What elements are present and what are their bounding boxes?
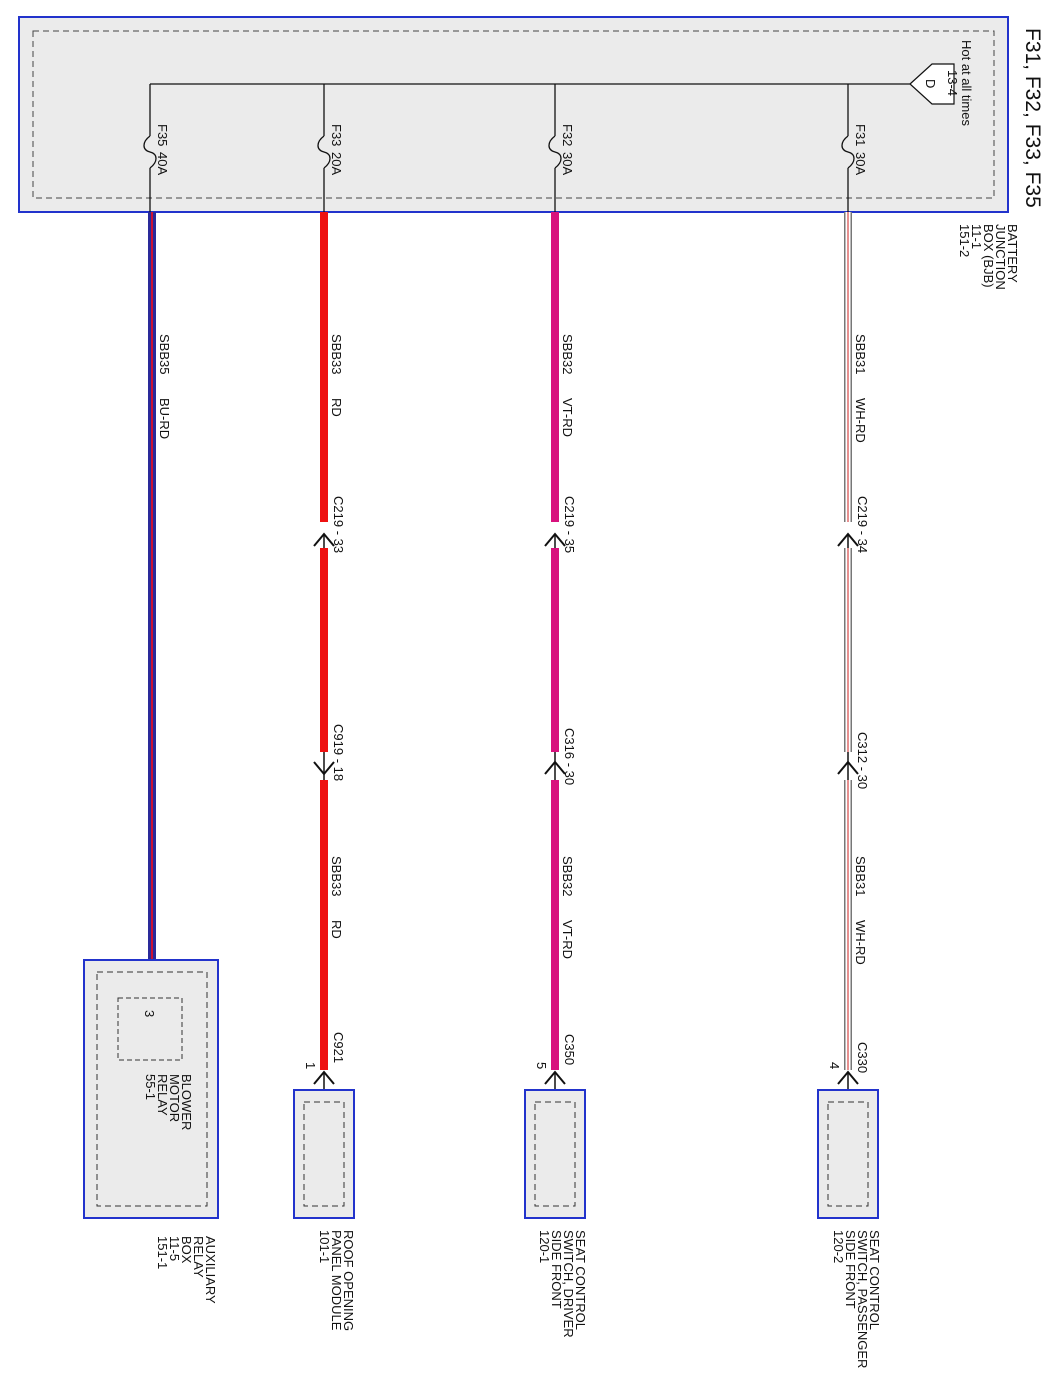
component-outline [817, 1089, 879, 1219]
pin-number: 1 [303, 1062, 318, 1069]
circuit-f35: F35 40A SBB35 BU-RD 3 BLOWER MOTOR RELAY… [83, 84, 219, 1304]
fuse-icon [143, 135, 157, 169]
wire-color-label: WH-RD [853, 398, 868, 443]
power-source-flag-letter: D [923, 79, 938, 88]
roof-opening-panel-module [293, 1089, 355, 1219]
seat-control-switch-driver [524, 1089, 586, 1219]
component-inner-dashed [534, 1101, 576, 1207]
pin-number: 3 [142, 1010, 157, 1017]
fuse-rating: 30A [853, 152, 868, 175]
fuse-icon [841, 135, 855, 169]
fuse-icon [317, 135, 331, 169]
bjb-name-line: BATTERY [1005, 224, 1020, 283]
fuse-rating: 20A [329, 152, 344, 175]
wire-circuit-label: SBB32 [560, 334, 575, 374]
component-inner-dashed [303, 1101, 345, 1207]
wire-circuit-label: SBB35 [157, 334, 172, 374]
relay-name-line: MOTOR [167, 1074, 182, 1122]
wire-color-label: VT-RD [560, 920, 575, 959]
terminal-connector-label: C330 [855, 1042, 870, 1073]
relay-name-line: RELAY [155, 1074, 170, 1116]
terminal-connector-label: C350 [562, 1034, 577, 1065]
component-name-line: 120-2 [831, 1230, 846, 1263]
component-name-line: 11-5 [167, 1236, 182, 1261]
component-name-line: PANEL MODULE [329, 1230, 344, 1331]
terminal-connector-label: C921 [331, 1032, 346, 1063]
wire-circuit-label: SBB32 [560, 856, 575, 896]
component-name-line: 151-1 [155, 1236, 170, 1269]
fuse-rating: 30A [560, 152, 575, 175]
bjb-name-line: BOX (BJB) [981, 224, 996, 288]
inline-connector-label: C312 - 30 [855, 732, 870, 789]
component-name-line: SIDE FRONT [843, 1230, 858, 1309]
bjb-name-line: 151-2 [957, 224, 972, 257]
diagram-title: F31, F32, F33, F35 [1021, 28, 1044, 208]
circuit-f32: F32 30A SBB32 VT-RD C219 - 35 C316 - 30 … [524, 84, 588, 1338]
inline-connector-label: C219 - 33 [331, 496, 346, 553]
auxiliary-relay-box: 3 BLOWER MOTOR RELAY 55-1 [83, 959, 219, 1219]
wire-color-label: RD [329, 398, 344, 417]
component-name-line: 101-1 [317, 1230, 332, 1263]
pin-number: 5 [534, 1062, 549, 1069]
component-name-line: ROOF OPENING [341, 1230, 356, 1331]
component-inner-dashed [827, 1101, 869, 1207]
fuse-rating: 40A [155, 152, 170, 175]
component-outline [293, 1089, 355, 1219]
component-name-line: 120-1 [537, 1230, 552, 1263]
bjb-name-line: JUNCTION [993, 224, 1008, 290]
inline-connector-label: C316 - 30 [562, 728, 577, 785]
wire-circuit-label: SBB33 [329, 856, 344, 896]
pin-number: 4 [827, 1062, 842, 1069]
circuit-f31: F31 30A SBB31 WH-RD C219 - 34 C312 - 30 … [817, 84, 882, 1368]
bjb-name-line: 11-1 [969, 224, 984, 249]
inline-connector-label: C219 - 34 [855, 496, 870, 553]
wire-color-label: WH-RD [853, 920, 868, 965]
component-name-line: SIDE FRONT [549, 1230, 564, 1309]
fuse-label: F31 [853, 124, 868, 146]
component-name-line: SEAT CONTROL [573, 1230, 588, 1330]
fuse-label: F33 [329, 124, 344, 146]
wire-circuit-label: SBB31 [853, 856, 868, 896]
component-name-line: SWITCH, DRIVER [561, 1230, 576, 1338]
wire-color-label: BU-RD [157, 398, 172, 439]
component-name-line: SWITCH, PASSENGER [855, 1230, 870, 1368]
power-source-label: Hot at all times [959, 40, 974, 126]
wire-color-label: VT-RD [560, 398, 575, 437]
power-source-ref: 13-4 [945, 70, 960, 96]
component-outline [83, 959, 219, 1219]
relay-pin-box [117, 997, 183, 1061]
component-outline [524, 1089, 586, 1219]
component-inner-dashed [96, 971, 208, 1207]
fuse-icon [548, 135, 562, 169]
relay-name-line: BLOWER [179, 1074, 194, 1130]
circuit-f33: F33 20A SBB33 RD C219 - 33 C919 - 18 SBB… [293, 84, 356, 1331]
bjb-outline [18, 16, 1009, 213]
battery-junction-box: D Hot at all times 13-4 BATTERY JUNCTION… [18, 16, 1020, 290]
bjb-inner-dashed [32, 30, 995, 199]
inline-connector-label: C919 - 18 [331, 724, 346, 781]
wire-circuit-label: SBB31 [853, 334, 868, 374]
fuse-label: F32 [560, 124, 575, 146]
power-source-flag [909, 63, 955, 105]
component-name-line: SEAT CONTROL [867, 1230, 882, 1330]
wire-circuit-label: SBB33 [329, 334, 344, 374]
inline-connector-label: C219 - 35 [562, 496, 577, 553]
wire-color-label: RD [329, 920, 344, 939]
relay-name-line: 55-1 [143, 1074, 158, 1100]
component-name-line: RELAY [191, 1236, 206, 1278]
seat-control-switch-passenger [817, 1089, 879, 1219]
fuse-label: F35 [155, 124, 170, 146]
component-name-line: BOX [179, 1236, 194, 1264]
component-name-line: AUXILIARY [203, 1236, 218, 1304]
